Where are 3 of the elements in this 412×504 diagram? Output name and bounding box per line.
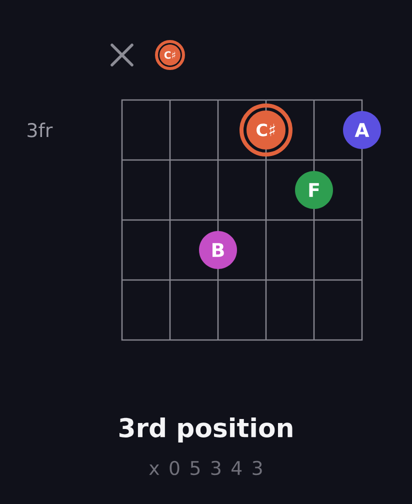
fret-label: 3fr (28, 122, 53, 138)
fingering-label: x 0 5 3 4 3 (149, 460, 262, 476)
chord-title: 3rd position (120, 417, 292, 443)
